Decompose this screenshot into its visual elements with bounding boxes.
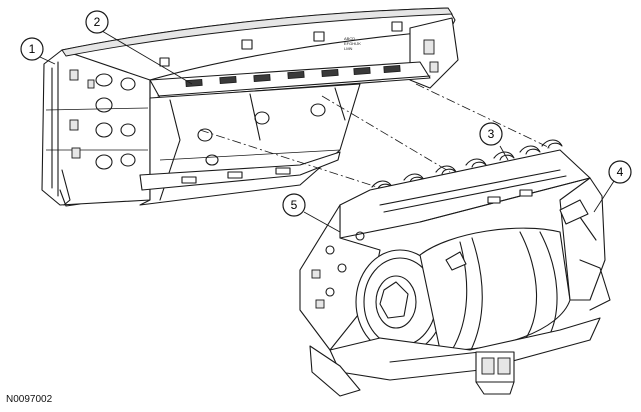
callout-1: 1 xyxy=(20,37,56,65)
callout-4-label: 4 xyxy=(617,165,624,179)
trim-bezel-panel: ABCD EFGHIJK LMN xyxy=(41,7,459,207)
callout-5-label: 5 xyxy=(291,198,298,212)
panel-marking-line2: EFGHIJK xyxy=(344,41,361,46)
callout-3: 3 xyxy=(479,122,509,161)
electrical-connector xyxy=(475,351,515,395)
module-housing-assembly xyxy=(299,149,611,397)
callout-2-label: 2 xyxy=(94,15,101,29)
vent-slot-row xyxy=(185,65,401,87)
figure-id-label: N0097002 xyxy=(6,394,53,405)
callout-1-label: 1 xyxy=(29,42,36,56)
panel-marking-line3: LMN xyxy=(344,46,353,51)
callout-5: 5 xyxy=(282,193,341,233)
callout-2: 2 xyxy=(85,10,193,85)
alignment-lines xyxy=(199,83,551,189)
panel-top-clips xyxy=(159,21,403,67)
callout-3-label: 3 xyxy=(488,127,495,141)
panel-marking-line1: ABCD xyxy=(344,36,355,41)
callout-4: 4 xyxy=(593,160,632,213)
panel-marking: ABCD EFGHIJK LMN xyxy=(344,36,361,51)
